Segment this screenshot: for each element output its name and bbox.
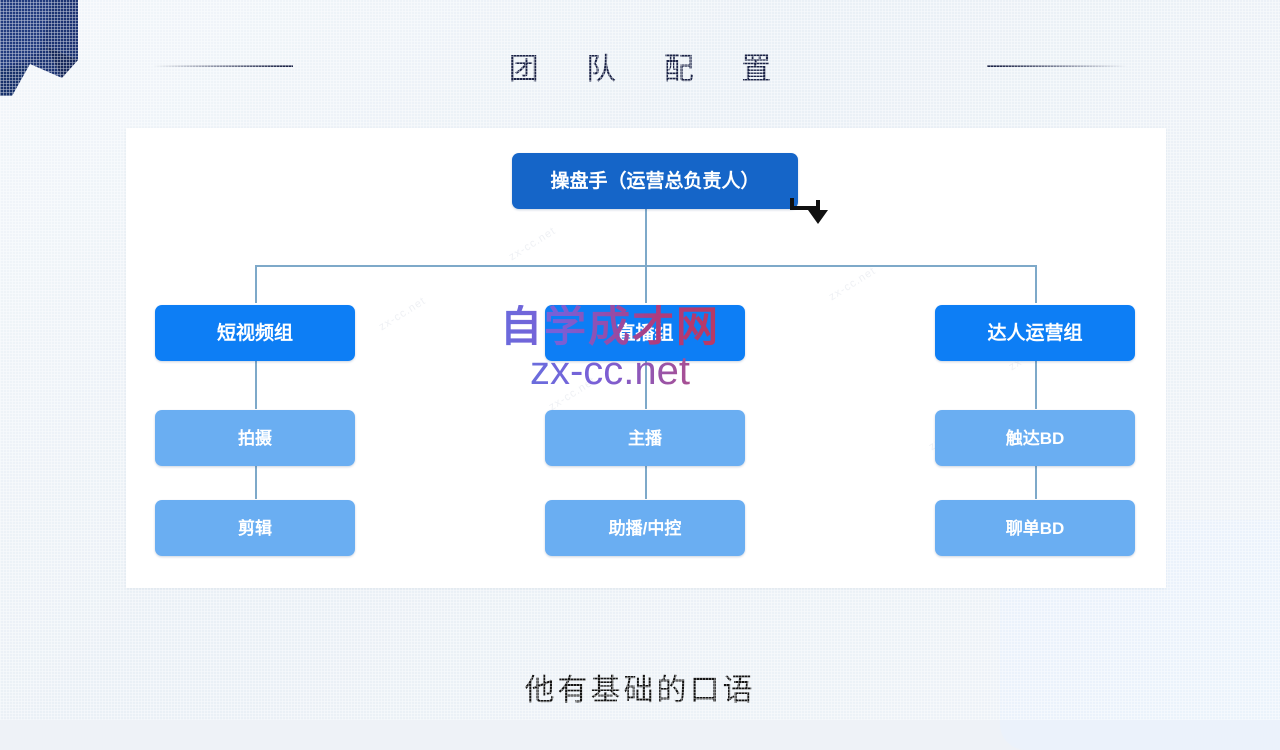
title-rule-right	[986, 65, 1127, 67]
ghost-watermark: zx-cc.net	[826, 264, 879, 304]
node-leaf-outreach-bd[interactable]: 触达BD	[935, 410, 1135, 466]
video-caption: 他有基础的口语	[524, 674, 756, 707]
connector-group2-to-leaf1	[645, 360, 647, 409]
page-title-row: 团 队 配 置	[0, 44, 1280, 88]
node-group-short-video[interactable]: 短视频组	[155, 305, 355, 361]
connector-group1-to-leaf1	[255, 360, 257, 409]
node-leaf-chat-bd[interactable]: 聊单BD	[935, 500, 1135, 556]
connector-leaf1-to-leaf2-col1	[255, 465, 257, 499]
node-leaf-assistant-host[interactable]: 助播/中控	[545, 500, 745, 556]
node-leaf-editing[interactable]: 剪辑	[155, 500, 355, 556]
ghost-watermark: zx-cc.net	[506, 224, 559, 264]
node-leaf-host[interactable]: 主播	[545, 410, 745, 466]
node-group-talent-ops[interactable]: 达人运营组	[935, 305, 1135, 361]
ghost-watermark: zx-cc.net	[376, 294, 429, 334]
node-leaf-shooting[interactable]: 拍摄	[155, 410, 355, 466]
node-root[interactable]: 操盘手（运营总负责人）	[512, 153, 798, 209]
connector-leaf1-to-leaf2-col3	[1035, 465, 1037, 499]
node-group-livestream[interactable]: 直播组	[545, 305, 745, 361]
org-chart: zx-cc.net zx-cc.net zx-cc.net zx-cc.net …	[126, 128, 1166, 588]
connector-bus-to-group-2	[645, 265, 647, 303]
title-rule-left	[153, 65, 294, 67]
page-title: 团 队 配 置	[508, 53, 792, 86]
connector-group3-to-leaf1	[1035, 360, 1037, 409]
connector-bus-to-group-3	[1035, 265, 1037, 303]
connector-leaf1-to-leaf2-col2	[645, 465, 647, 499]
slide-canvas: 团 队 配 置 zx-cc.net zx-cc.net zx-cc.net zx…	[0, 0, 1280, 720]
connector-root-down	[645, 181, 647, 266]
ghost-watermark: zx-cc.net	[546, 374, 599, 414]
connector-bus-to-group-1	[255, 265, 257, 303]
